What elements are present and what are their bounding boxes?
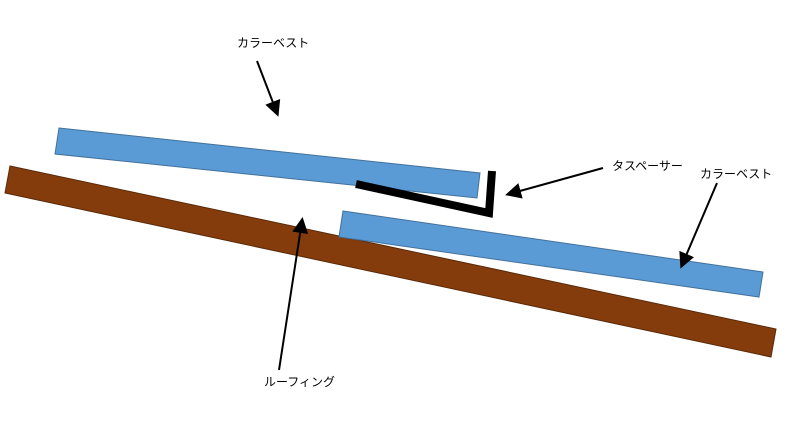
arrow-spacer (505, 167, 604, 199)
spacer-label: タスペーサー (612, 159, 683, 173)
taspacer (355, 170, 496, 218)
colorbest-right-label: カラーベスト (700, 167, 773, 181)
arrow-roofing (278, 217, 309, 371)
colorbest-upper-shingle (54, 127, 481, 199)
roofing-label: ルーフィング (264, 375, 336, 389)
arrow-colorbest-top (256, 60, 281, 117)
arrow-colorbest-right (679, 182, 718, 269)
roofing-sheet (4, 165, 777, 358)
colorbest-lower-shingle (338, 210, 764, 298)
colorbest-top-label: カラーベスト (237, 36, 310, 50)
